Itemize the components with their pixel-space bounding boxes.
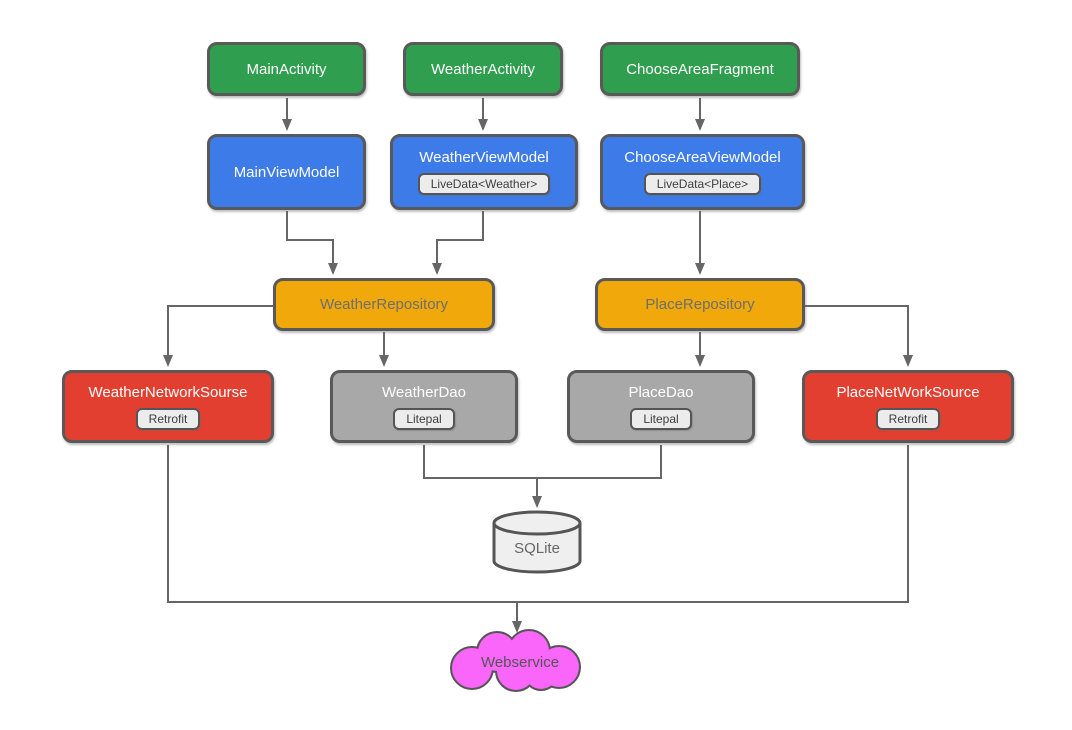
node-label: PlaceDao [628, 383, 694, 401]
node-main-view-model: MainViewModel [207, 134, 366, 210]
node-label: WeatherActivity [431, 60, 535, 78]
database-cylinder-icon [492, 510, 582, 574]
node-weather-view-model: WeatherViewModel LiveData<Weather> [390, 134, 578, 210]
node-weather-dao: WeatherDao Litepal [330, 370, 518, 443]
edge-weatherviewmodel-weatherrepository [432, 211, 484, 275]
badge-litepal: Litepal [393, 407, 455, 430]
node-weather-repository: WeatherRepository [273, 278, 495, 331]
node-label: WeatherNetworkSourse [88, 383, 248, 401]
node-place-repository: PlaceRepository [595, 278, 805, 331]
node-weather-activity: WeatherActivity [403, 42, 563, 96]
node-weather-network-source: WeatherNetworkSourse Retrofit [62, 370, 274, 443]
node-main-activity: MainActivity [207, 42, 366, 96]
edge-daos-junction [423, 445, 662, 479]
node-label: ChooseAreaViewModel [624, 149, 781, 166]
node-label: PlaceNetWorkSource [836, 383, 980, 401]
badge-livedata-place: LiveData<Place> [643, 173, 762, 195]
node-label: MainActivity [246, 60, 327, 78]
edge-weatherrepository-weathernetworksource [163, 305, 274, 367]
edge-placerepository-placenetworksource [804, 305, 913, 367]
badge-litepal: Litepal [630, 407, 692, 430]
badge-livedata-weather: LiveData<Weather> [417, 173, 551, 195]
node-label: MainViewModel [233, 163, 340, 181]
webservice-cloud-icon [450, 629, 581, 692]
edge-networksources-junction [167, 445, 909, 603]
badge-retrofit: Retrofit [135, 407, 201, 430]
node-choose-area-fragment: ChooseAreaFragment [600, 42, 800, 96]
node-label: WeatherDao [382, 383, 466, 401]
badge-retrofit: Retrofit [875, 407, 941, 430]
node-place-dao: PlaceDao Litepal [567, 370, 755, 443]
node-choose-area-view-model: ChooseAreaViewModel LiveData<Place> [600, 134, 805, 210]
node-label: PlaceRepository [645, 296, 755, 313]
node-label: ChooseAreaFragment [626, 60, 774, 78]
edge-mainviewmodel-weatherrepository [286, 211, 338, 275]
node-label: WeatherRepository [319, 296, 449, 313]
node-place-network-source: PlaceNetWorkSource Retrofit [802, 370, 1014, 443]
node-label: WeatherViewModel [419, 149, 549, 166]
